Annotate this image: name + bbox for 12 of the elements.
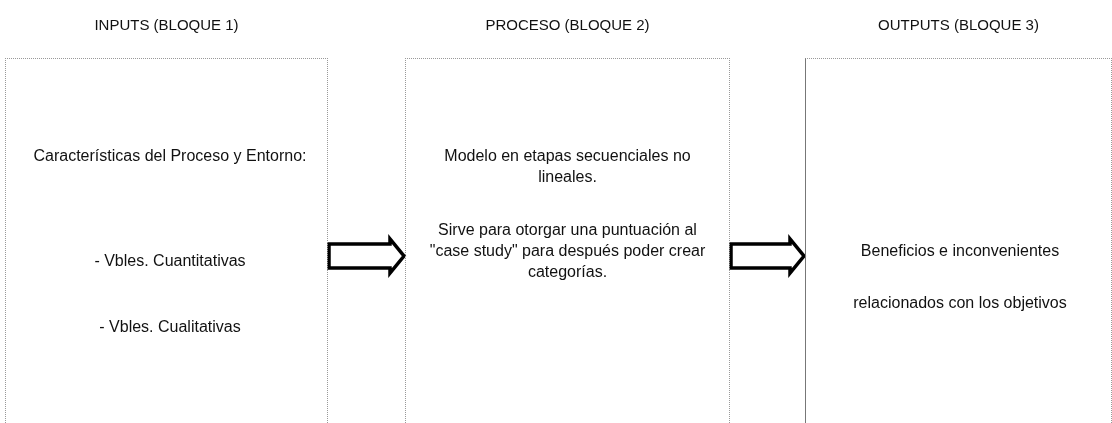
list-item: - Vbles. Cuantitativas [93,251,247,271]
body-text: Sirve para otorgar una puntuación al "case study" para después poder crear categorías. [428,220,707,282]
list-item: - Vbles. Cualitativas [98,317,242,337]
block-arrow [327,234,407,278]
body-text: relacionados con los objetivos [852,293,1068,313]
column-heading: PROCESO (BLOQUE 2) [484,16,651,33]
block-arrow [729,234,807,278]
column-heading: OUTPUTS (BLOQUE 3) [877,16,1040,33]
column-heading: INPUTS (BLOQUE 1) [93,16,240,33]
body-text: Modelo en etapas secuenciales no lineales. [443,146,692,187]
body-text: Beneficios e inconvenientes [859,241,1061,261]
body-text: Características del Proceso y Entorno: [32,146,308,166]
